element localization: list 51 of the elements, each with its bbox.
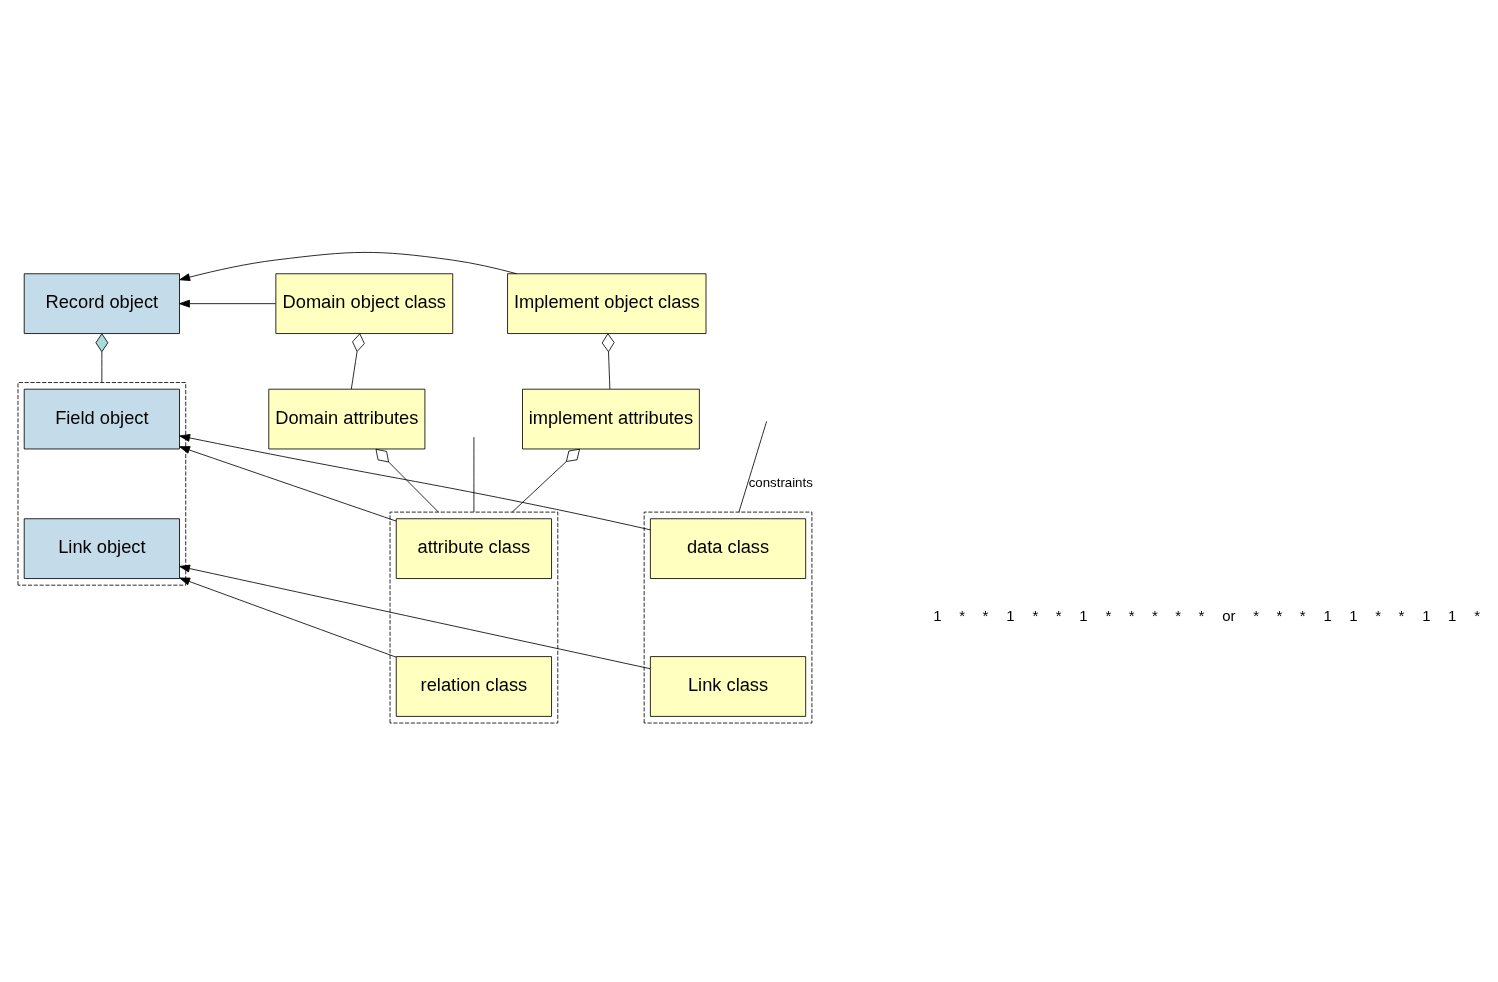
- label: *: [1299, 607, 1306, 625]
- connector: [473, 436, 475, 513]
- cluster: [17, 382, 187, 586]
- cluster: [389, 511, 559, 724]
- node-box: Link object: [23, 518, 180, 579]
- label: *: [1253, 607, 1260, 625]
- arrow: [179, 564, 651, 670]
- label: *: [1175, 607, 1182, 625]
- label: 1: [1079, 607, 1088, 625]
- connector: [511, 448, 580, 513]
- connector: [738, 420, 768, 513]
- node-box: Record object: [23, 273, 180, 334]
- edge-label: constraints: [748, 475, 813, 491]
- node-box: attribute class: [395, 518, 552, 579]
- label: 1: [1422, 607, 1431, 625]
- label: 1: [1323, 607, 1332, 625]
- label: *: [1474, 607, 1481, 625]
- label: or: [1222, 607, 1236, 625]
- arrow: [179, 299, 276, 308]
- label: 1: [1349, 607, 1358, 625]
- arrow: [179, 577, 397, 658]
- arrow: [179, 446, 397, 522]
- label: *: [1032, 607, 1039, 625]
- label: 1: [1448, 607, 1457, 625]
- label: *: [1055, 607, 1062, 625]
- node-box: Field object: [23, 388, 180, 450]
- node-box: data class: [649, 518, 807, 579]
- arrow: [179, 251, 517, 281]
- connector: [350, 333, 365, 390]
- label: *: [1198, 607, 1205, 625]
- cluster: [643, 511, 813, 724]
- label: *: [1151, 607, 1158, 625]
- node-box: implement attributes: [522, 388, 700, 450]
- node-box: Domain object class: [275, 273, 454, 334]
- label: 1: [933, 607, 942, 625]
- node-box: relation class: [395, 656, 552, 717]
- label: *: [959, 607, 966, 625]
- label: *: [1128, 607, 1135, 625]
- node-box: Domain attributes: [268, 388, 426, 450]
- label: *: [1105, 607, 1112, 625]
- node-box: Implement object class: [507, 273, 707, 334]
- label: *: [1398, 607, 1405, 625]
- connector: [95, 333, 109, 383]
- connector: [375, 448, 439, 513]
- label: *: [982, 607, 989, 625]
- node-box: Link class: [649, 656, 807, 717]
- label: 1: [1006, 607, 1015, 625]
- arrow: [179, 434, 651, 531]
- label: *: [1276, 607, 1283, 625]
- label: *: [1375, 607, 1382, 625]
- connector: [601, 333, 615, 390]
